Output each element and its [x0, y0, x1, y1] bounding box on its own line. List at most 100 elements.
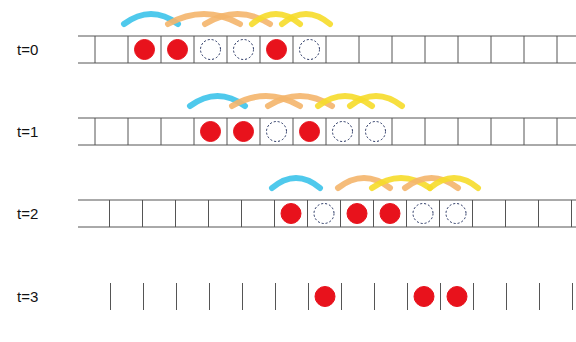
cell-divider	[557, 36, 558, 63]
cell-divider	[392, 36, 393, 63]
cell-divider	[326, 118, 327, 145]
cell-divider	[359, 118, 360, 145]
cell-divider	[491, 118, 492, 145]
cell-divider	[293, 118, 294, 145]
particle	[347, 204, 367, 224]
hop-arc	[272, 178, 320, 188]
particle	[447, 287, 467, 307]
cell-divider	[524, 36, 525, 63]
cell-divider	[110, 283, 111, 310]
empty-site	[267, 122, 287, 142]
cell-divider	[260, 36, 261, 63]
lattice-row	[78, 14, 576, 63]
particle	[300, 122, 320, 142]
time-label: t=2	[17, 206, 38, 221]
cell-divider	[557, 118, 558, 145]
cell-divider	[571, 200, 572, 227]
cell-divider	[491, 36, 492, 63]
cell-divider	[538, 200, 539, 227]
empty-site	[201, 40, 221, 60]
cell-divider	[373, 200, 374, 227]
cell-divider	[128, 36, 129, 63]
row-border	[78, 118, 576, 119]
cell-divider	[458, 118, 459, 145]
cell-divider	[425, 118, 426, 145]
lattice-row	[78, 178, 576, 227]
cell-divider	[326, 36, 327, 63]
empty-site	[234, 40, 254, 60]
cell-divider	[506, 283, 507, 310]
cell-divider	[407, 283, 408, 310]
cell-divider	[439, 200, 440, 227]
empty-site	[413, 204, 433, 224]
cell-divider	[392, 118, 393, 145]
particle	[201, 122, 221, 142]
particle	[414, 287, 434, 307]
time-label: t=0	[17, 42, 38, 57]
lattice-row	[78, 96, 576, 145]
cell-divider	[208, 200, 209, 227]
cell-divider	[209, 283, 210, 310]
time-label: t=3	[17, 289, 38, 304]
cell-divider	[175, 200, 176, 227]
cell-divider	[341, 283, 342, 310]
cell-divider	[241, 200, 242, 227]
cell-divider	[572, 283, 573, 310]
lattice-row	[111, 283, 573, 310]
empty-site	[333, 122, 353, 142]
cell-divider	[472, 200, 473, 227]
hop-arc	[430, 178, 478, 188]
cell-divider	[274, 200, 275, 227]
hop-arc	[350, 96, 402, 106]
cell-divider	[406, 200, 407, 227]
cell-divider	[374, 283, 375, 310]
cell-divider	[242, 283, 243, 310]
row-border	[78, 145, 576, 146]
cell-divider	[161, 36, 162, 63]
cell-divider	[440, 283, 441, 310]
cell-divider	[425, 36, 426, 63]
cell-divider	[194, 118, 195, 145]
cell-divider	[142, 200, 143, 227]
hop-arc	[282, 14, 330, 24]
cell-divider	[473, 283, 474, 310]
cell-divider	[458, 36, 459, 63]
cell-divider	[308, 283, 309, 310]
particle	[234, 122, 254, 142]
cell-divider	[227, 36, 228, 63]
cell-divider	[539, 283, 540, 310]
cell-divider	[260, 118, 261, 145]
cell-divider	[194, 36, 195, 63]
row-border	[78, 200, 576, 201]
cell-divider	[293, 36, 294, 63]
empty-site	[300, 40, 320, 60]
cell-divider	[143, 283, 144, 310]
time-label: t=1	[17, 124, 38, 139]
empty-site	[314, 204, 334, 224]
cell-divider	[227, 118, 228, 145]
cell-divider	[128, 118, 129, 145]
cell-divider	[524, 118, 525, 145]
cell-divider	[359, 36, 360, 63]
particle	[135, 40, 155, 60]
particle	[281, 204, 301, 224]
row-border	[78, 63, 576, 64]
empty-site	[446, 204, 466, 224]
particle	[380, 204, 400, 224]
cell-divider	[340, 200, 341, 227]
cell-divider	[275, 283, 276, 310]
particle	[267, 40, 287, 60]
row-border	[78, 36, 576, 37]
cell-divider	[307, 200, 308, 227]
row-border	[78, 227, 576, 228]
cell-divider	[95, 118, 96, 145]
cell-divider	[95, 36, 96, 63]
empty-site	[366, 122, 386, 142]
cell-divider	[109, 200, 110, 227]
particle	[315, 287, 335, 307]
cell-divider	[505, 200, 506, 227]
cell-divider	[176, 283, 177, 310]
particle	[168, 40, 188, 60]
